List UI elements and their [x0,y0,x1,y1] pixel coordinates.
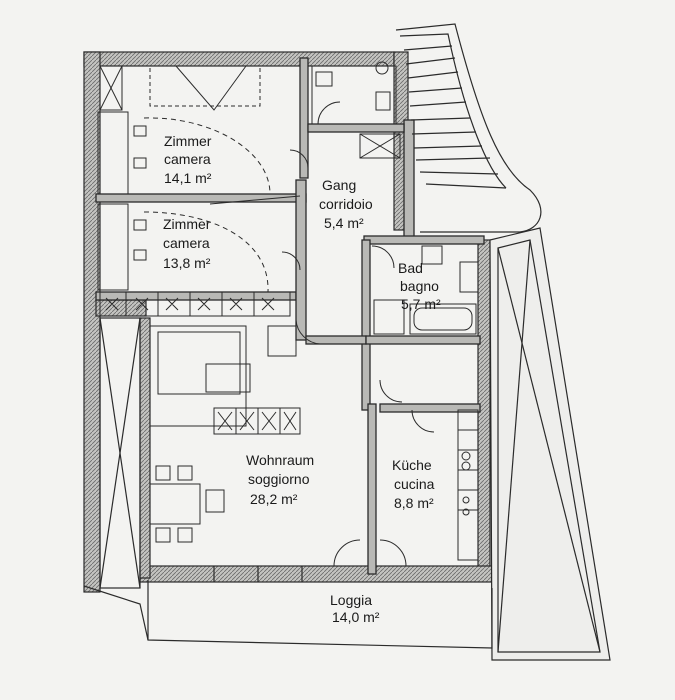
zimmer1-name-de: Zimmer [164,133,212,149]
gang-area: 5,4 m² [324,215,364,231]
zimmer2-name-it: camera [163,235,210,251]
wardrobe-row [99,291,291,317]
right-void [489,227,611,661]
wohnraum-area: 28,2 m² [250,491,298,507]
loggia-name-de: Loggia [330,592,372,608]
loggia-outline [83,566,493,649]
loggia-area: 14,0 m² [332,609,380,625]
wohnraum-name-de: Wohnraum [246,452,314,468]
bedroom2-furniture [97,195,301,293]
zimmer1-name-it: camera [164,151,211,167]
room-labels: Zimmer camera 14,1 m² Zimmer camera 13,8… [163,133,441,625]
kueche-name-de: Küche [392,457,432,473]
wc-fixtures [311,61,401,159]
gang-name-de: Gang [322,177,356,193]
interior-walls [95,57,485,575]
kueche-name-it: cucina [394,476,435,492]
zimmer2-name-de: Zimmer [163,216,211,232]
bath-fixtures [371,245,479,403]
bad-name-it: bagno [400,278,439,294]
kitchen-fixtures [411,409,479,561]
gang-name-it: corridoio [319,196,373,212]
living-furniture [149,319,407,567]
zimmer1-area: 14,1 m² [164,170,212,186]
staircase [395,23,542,233]
kueche-area: 8,8 m² [394,495,434,511]
left-void [99,317,141,589]
bad-area: 5,7 m² [401,296,441,312]
bad-name-de: Bad [398,260,423,276]
wohnraum-name-it: soggiorno [248,471,310,487]
zimmer2-area: 13,8 m² [163,255,211,271]
bedroom1-furniture [97,65,309,195]
